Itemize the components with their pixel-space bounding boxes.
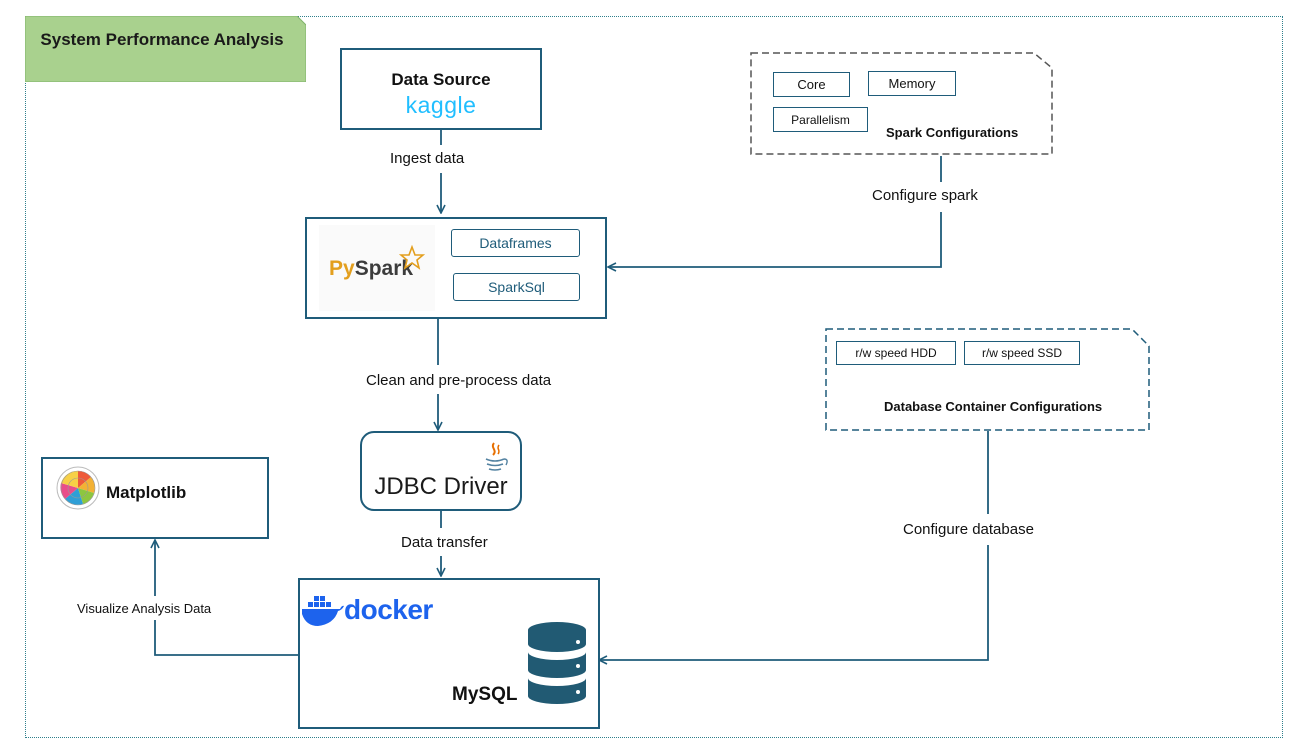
matplotlib-node: Matplotlib	[41, 457, 269, 539]
pyspark-node: PySpark Dataframes SparkSql	[305, 217, 607, 319]
data-source-label: Data Source	[391, 70, 491, 89]
edge-visualize-bottom	[154, 620, 298, 656]
spark-config-tag-memory: Memory	[868, 71, 956, 96]
mysql-node: docker MySQL	[298, 578, 600, 729]
spark-config-tag-parallelism: Parallelism	[773, 107, 868, 132]
edge-label-ingest: Ingest data	[390, 150, 465, 167]
pyspark-tag-sparksql: SparkSql	[453, 273, 580, 301]
matplotlib-icon	[56, 466, 100, 510]
kaggle-logo: kaggle	[405, 92, 477, 118]
edge-configure-db	[599, 545, 989, 660]
spark-star-icon	[399, 245, 425, 270]
jdbc-driver-label: JDBC Driver	[374, 473, 508, 500]
docker-logo: docker	[344, 594, 433, 625]
db-config-tag-ssd: r/w speed SSD	[964, 341, 1080, 365]
diagram-title: System Performance Analysis	[40, 30, 284, 49]
spark-config-label: Spark Configurations	[886, 125, 1019, 140]
spark-config-container	[750, 52, 1053, 155]
matplotlib-label: Matplotlib	[106, 483, 187, 502]
jdbc-driver-node: JDBC Driver	[360, 431, 522, 511]
java-icon	[485, 442, 508, 471]
pyspark-logo-py: Py	[329, 257, 355, 280]
spark-config-tag-core: Core	[773, 72, 850, 97]
pyspark-logo-spark: Spark	[354, 257, 414, 280]
database-icon	[528, 622, 586, 704]
diagram-frame	[25, 16, 1283, 738]
edge-label-configure-spark: Configure spark	[872, 187, 978, 204]
edge-label-configure-db: Configure database	[903, 521, 1034, 538]
docker-whale-icon	[302, 596, 344, 626]
title-tab-shape	[25, 16, 306, 82]
mysql-label: MySQL	[452, 684, 518, 705]
pyspark-logo: PySpark	[319, 225, 435, 311]
edge-label-visualize: Visualize Analysis Data	[77, 601, 212, 616]
db-config-tag-hdd: r/w speed HDD	[836, 341, 956, 365]
db-config-label: Database Container Configurations	[884, 399, 1103, 414]
edge-configure-spark	[608, 212, 942, 267]
data-source-node: Data Source kaggle	[340, 48, 542, 130]
edge-label-clean: Clean and pre-process data	[366, 372, 552, 389]
pyspark-tag-dataframes: Dataframes	[451, 229, 580, 257]
edge-label-transfer: Data transfer	[401, 534, 488, 551]
